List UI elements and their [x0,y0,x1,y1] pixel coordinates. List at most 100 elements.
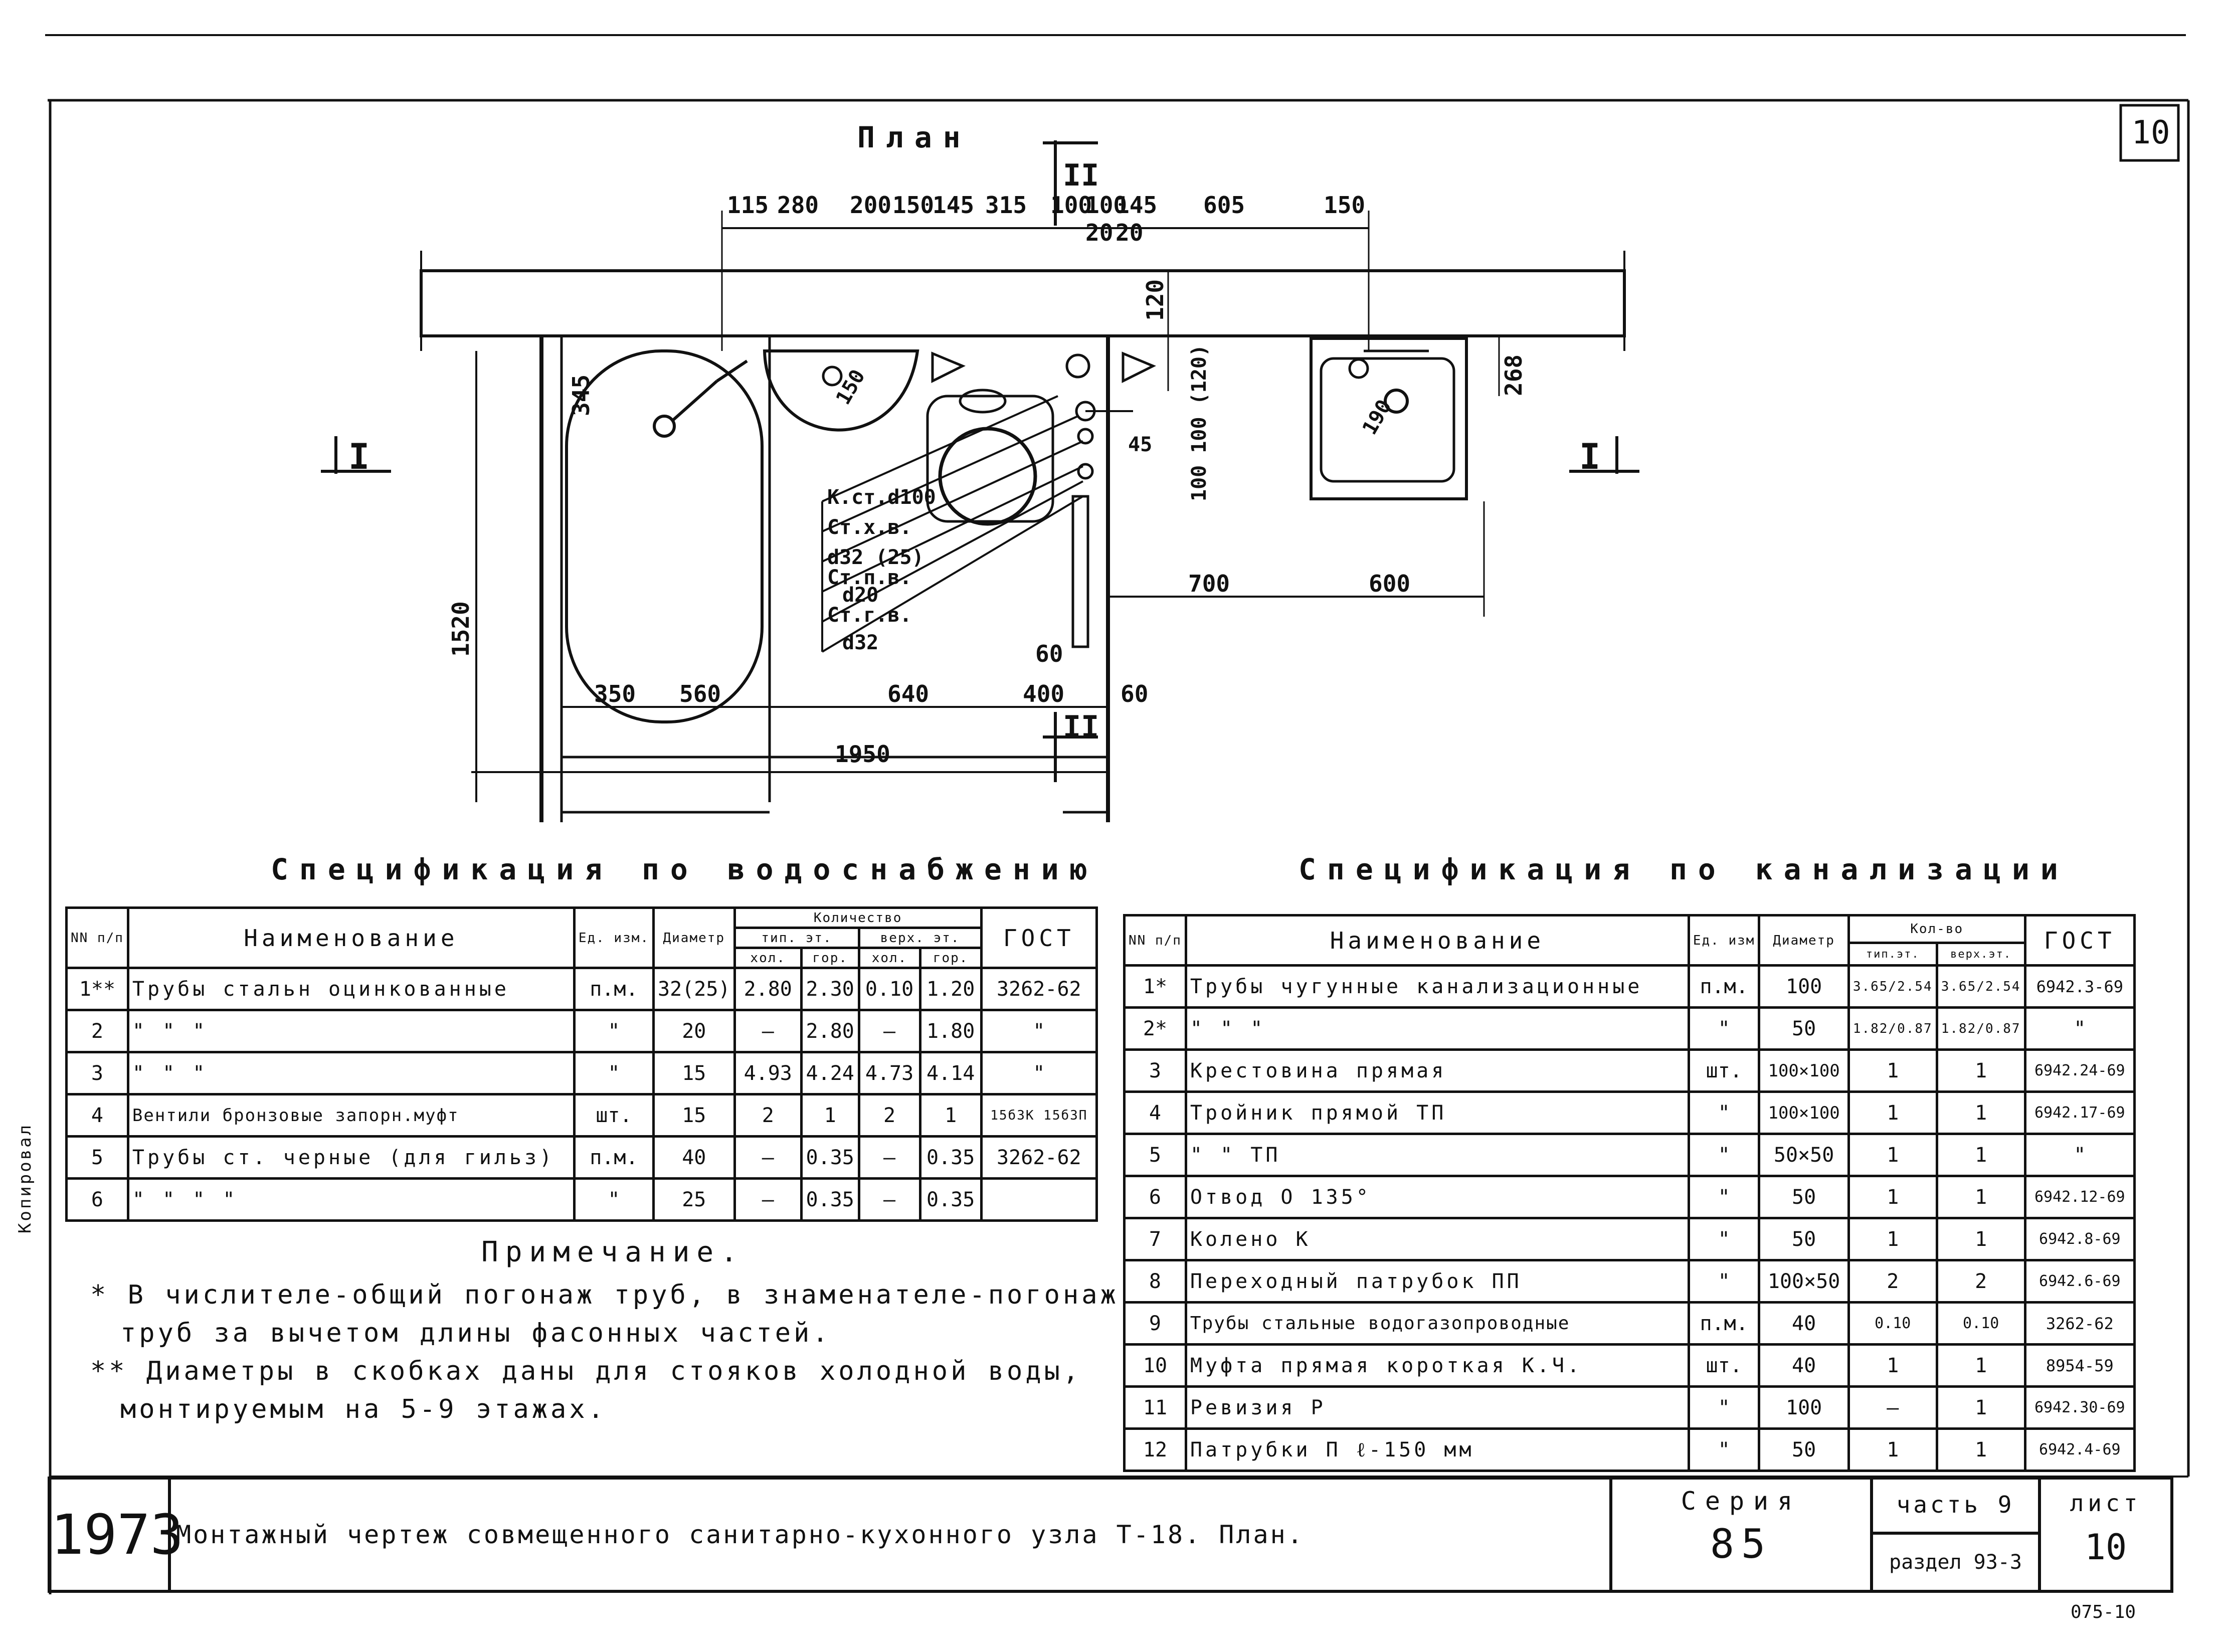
dim-60a: 60 [1035,640,1063,667]
note-line: монтируемым на 5-9 этажах. [120,1394,607,1424]
section-mark-top: II [1063,158,1099,193]
sheet-cell: лист 10 [2041,1480,2170,1590]
dim-100-100-120: 100 100 (120) [1188,344,1211,501]
table-row: 2" " " "20 —2.80 —1.80 " [65,1009,1098,1053]
plan-title: План [857,120,972,154]
dim-20b: 20 [1116,219,1143,246]
water-spec-table: NN п/п Наименование Ед. изм. Диаметр Кол… [65,906,1098,1222]
col-top-hot: гор. [918,947,983,969]
dim-400: 400 [1023,680,1064,707]
col-typ-hot: гор. [800,947,860,969]
dim-345: 345 [568,375,595,416]
section-label: раздел 93-3 [1889,1551,2022,1574]
leader-d32: d32 [842,631,878,654]
dim-150c: 150 [832,365,870,409]
dim-145b: 145 [1116,192,1157,219]
dim-268: 268 [1500,354,1527,396]
notes-title: Примечание. [481,1236,745,1268]
dim-1950: 1950 [835,741,890,768]
series-label: Серия [1681,1487,1802,1516]
leader-st-p-v: Ст.п.в. [827,566,912,589]
table-row: 1*Трубы чугунные канализационные п.м.100… [1123,964,2136,1009]
water-spec-title: Спецификация по водоснабжению [271,852,1098,886]
sewer-spec-title: Спецификация по канализации [1298,852,2069,886]
col-top: верх. эт. [857,927,983,949]
leader-st-g-v: Ст.г.в. [827,604,912,627]
dim-1520: 1520 [447,601,474,657]
plan-drawing: 115 280 200 150 145 315 100 100 145 605 … [321,140,1639,822]
sheet-value: 10 [2084,1527,2127,1568]
note-line: труб за вычетом длины фасонных частей. [120,1318,831,1348]
series-value: 85 [1710,1521,1773,1567]
col-name: Наименование [126,906,576,969]
year: 1973 [51,1503,183,1567]
col-typ: тип. эт. [733,927,860,949]
year-cell: 1973 [51,1480,183,1590]
col-num: NN п/п [65,906,129,969]
dim-640: 640 [887,680,929,707]
col-typ: тип.эт. [1847,942,1938,967]
section-mark-left: I [348,436,369,477]
dim-60b: 60 [1121,680,1148,707]
part-cell: часть 9 [1873,1480,2041,1535]
col-diam: Диаметр [1758,914,1850,967]
dim-280: 280 [777,192,819,219]
dim-100b: 100 [1085,192,1127,219]
dim-115: 115 [727,192,769,219]
note-line: * В числителе-общий погонаж труб, в знам… [90,1280,1119,1310]
leader-k-st-d100: К.ст.d100 [827,486,936,509]
drawing-title-cell: Монтажный чертеж совмещенного санитарно-… [171,1480,1612,1590]
notes: * В числителе-общий погонаж труб, в знам… [90,1276,1119,1428]
dim-600: 600 [1369,570,1410,597]
dim-560: 560 [679,680,721,707]
series-cell: Серия 85 [1612,1480,1873,1590]
dim-120: 120 [1142,279,1169,321]
table-row: 1**Трубы стальн оцинкованные п.м.32(25) … [65,967,1098,1011]
dim-100a: 100 [1050,192,1092,219]
dim-605: 605 [1203,192,1245,219]
dim-700: 700 [1188,570,1230,597]
dim-315: 315 [985,192,1027,219]
table-row: 6" " " " "25 —0.35 —0.35 [65,1177,1098,1222]
part-label: часть 9 [1896,1491,2015,1518]
dim-350: 350 [594,680,636,707]
section-mark-right: I [1579,436,1600,477]
col-num: NN п/п [1123,914,1187,967]
leader-d20: d20 [842,584,878,607]
leader-st-x-v: Ст.х.в. [827,516,912,539]
sewer-spec-table: NN п/п Наименование Ед. изм Диаметр Кол-… [1123,914,2136,1472]
col-name: Наименование [1184,914,1690,967]
dim-45: 45 [1128,433,1152,456]
sheet-corner-number: 10 [2131,114,2170,151]
footer-code: 075-10 [2071,1602,2136,1622]
section-cell: раздел 93-3 [1873,1535,2041,1590]
col-unit: Ед. изм. [573,906,655,969]
col-gost: ГОСТ [2023,914,2136,967]
drawing-title: Монтажный чертеж совмещенного санитарно-… [176,1520,1305,1549]
dim-20a: 20 [1085,219,1113,246]
dim-150b: 150 [1324,192,1365,219]
col-qty: Количество [733,906,983,929]
col-unit: Ед. изм [1687,914,1761,967]
dim-150: 150 [892,192,934,219]
col-qty: Кол-во [1847,914,2026,944]
col-top-cold: хол. [857,947,921,969]
col-gost: ГОСТ [980,906,1098,969]
dim-200: 200 [850,192,891,219]
col-top: верх.эт. [1935,942,2026,967]
dim-190: 190 [1358,396,1396,439]
